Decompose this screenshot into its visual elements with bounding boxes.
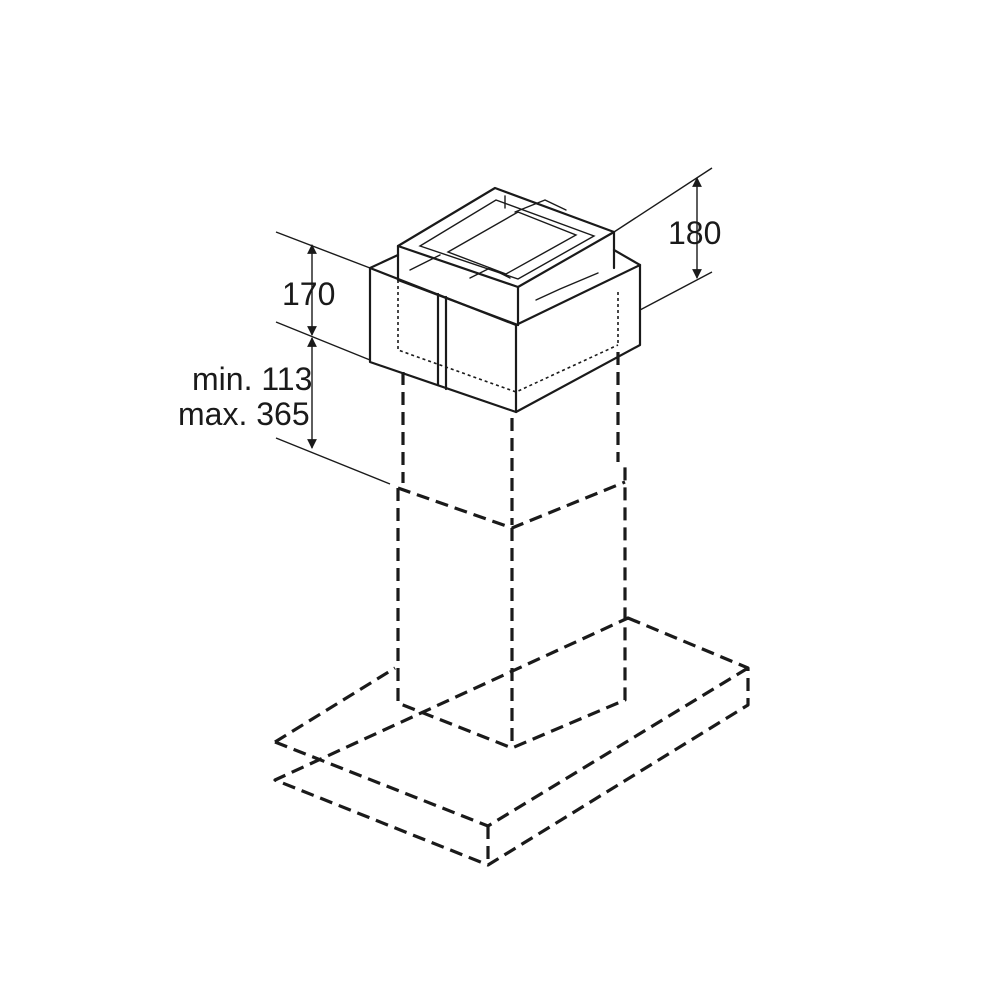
- extension-box: [368, 186, 642, 414]
- dimension-170: 170: [275, 231, 371, 361]
- dimension-min-label: min. 113: [192, 361, 312, 397]
- dimension-180: 180: [613, 167, 721, 311]
- hood-canopy-outline: [273, 616, 750, 867]
- lower-duct-outline: [396, 462, 627, 750]
- dimension-max-label: max. 365: [178, 396, 310, 432]
- dimension-gap: min. 113 max. 365: [178, 337, 391, 485]
- upper-duct-outline: [401, 352, 620, 525]
- dimension-180-label: 180: [668, 215, 721, 251]
- dimension-170-label: 170: [282, 276, 335, 312]
